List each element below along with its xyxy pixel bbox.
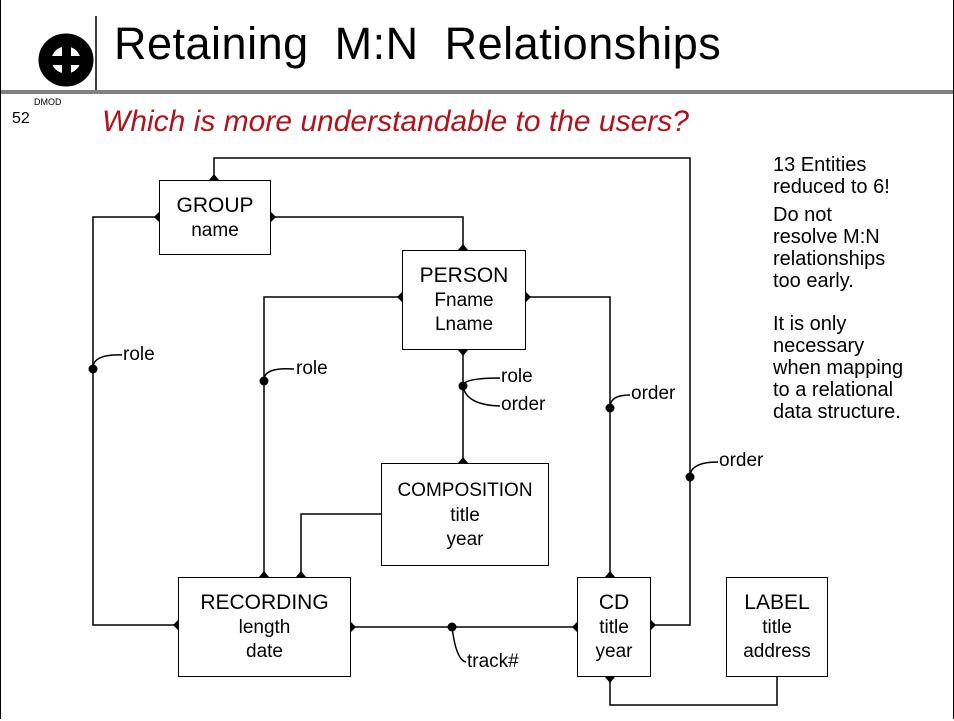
note-do-not-resolve: Do not resolve M:N relationships too ear…	[773, 204, 943, 292]
entity-person[interactable]: PERSON Fname Lname	[402, 250, 526, 350]
leader-role-mid	[263, 367, 295, 381]
entity-recording[interactable]: RECORDING length date	[178, 577, 351, 677]
conn-cd-label	[609, 677, 778, 706]
note-entities-reduced: 13 Entities reduced to 6!	[773, 154, 943, 198]
conn-group-person	[271, 216, 464, 250]
conn-person-recording	[263, 296, 402, 577]
entity-name: LABEL	[744, 591, 810, 614]
dot-role-left	[88, 364, 98, 374]
end-mark	[259, 571, 269, 577]
note-line: Do not	[773, 204, 832, 226]
entity-attr: length	[238, 617, 291, 638]
leader-order-person	[462, 385, 501, 407]
end-mark	[397, 292, 402, 302]
entity-name: COMPOSITION	[397, 479, 533, 501]
entity-attr: Lname	[434, 314, 494, 335]
entity-attr: Fname	[434, 290, 494, 311]
end-mark	[605, 677, 615, 683]
label-order-group-cd: order	[719, 450, 764, 471]
label-role-group-recording: role	[123, 344, 155, 365]
note-line: necessary	[773, 335, 865, 357]
end-mark	[572, 622, 577, 632]
note-line: It is only	[773, 313, 847, 335]
note-line: relationships	[773, 248, 886, 270]
leader-order-group	[689, 461, 719, 478]
end-mark	[526, 292, 531, 302]
entity-name: PERSON	[419, 264, 509, 287]
end-mark	[458, 457, 468, 463]
conn-person-cd	[526, 296, 611, 577]
end-mark	[154, 212, 159, 222]
slide-code: DMOD	[34, 97, 62, 107]
conn-composition-recording	[300, 513, 381, 577]
note-line: reduced to 6!	[773, 176, 890, 198]
entity-attr: title	[599, 617, 629, 638]
entity-name: RECORDING	[200, 591, 329, 614]
entity-attr: address	[743, 641, 811, 662]
label-order-person-composition: order	[501, 394, 546, 415]
entity-name: GROUP	[176, 193, 254, 217]
leader-role-person	[462, 377, 501, 387]
entity-attr: year	[595, 641, 633, 662]
note-line: resolve M:N	[773, 226, 880, 248]
note-line: to a relational	[773, 379, 894, 401]
note-only-necessary: It is only necessary when mapping to a r…	[773, 313, 943, 423]
question-text: Which is more understandable to the user…	[102, 105, 689, 138]
end-mark	[296, 571, 306, 577]
conn-group-recording	[92, 216, 178, 626]
note-line: when mapping	[773, 357, 904, 379]
label-role-person-recording: role	[296, 358, 328, 379]
dot-role-mid	[259, 376, 269, 386]
entity-attr: name	[191, 219, 239, 241]
logo-icon	[38, 33, 94, 87]
dot-track	[447, 622, 457, 632]
slide-number: 52	[12, 110, 30, 127]
label-order-person-cd: order	[631, 383, 676, 404]
entity-cd[interactable]: CD title year	[577, 577, 651, 677]
entity-group[interactable]: GROUP name	[159, 180, 271, 255]
label-role-person-composition: role	[501, 366, 533, 387]
entity-composition[interactable]: COMPOSITION title year	[381, 463, 549, 566]
leader-track	[451, 626, 467, 663]
leader-role-left	[92, 354, 123, 369]
note-line: data structure.	[773, 401, 901, 423]
entity-attr: title	[762, 617, 792, 638]
label-track-recording-cd: track#	[467, 651, 519, 672]
end-mark	[173, 620, 178, 630]
end-mark	[458, 350, 468, 356]
entity-attr: title	[450, 504, 480, 526]
entity-attr: date	[246, 641, 283, 662]
note-line: 13 Entities	[773, 154, 867, 176]
end-mark	[651, 620, 656, 630]
end-mark	[271, 212, 276, 222]
entity-name: CD	[598, 591, 630, 614]
slide-title: Retaining M:N Relationships	[114, 18, 722, 69]
entity-label[interactable]: LABEL title address	[726, 577, 828, 677]
end-mark	[458, 244, 468, 250]
entity-attr: year	[446, 528, 484, 550]
dot-order-group	[685, 472, 695, 482]
dot-order-cd	[605, 403, 615, 413]
end-mark	[605, 571, 615, 577]
end-mark	[351, 622, 356, 632]
end-mark	[209, 174, 219, 180]
conn-group-cd	[213, 157, 691, 626]
dot-person-composition	[458, 381, 468, 391]
note-line: too early.	[773, 270, 854, 292]
